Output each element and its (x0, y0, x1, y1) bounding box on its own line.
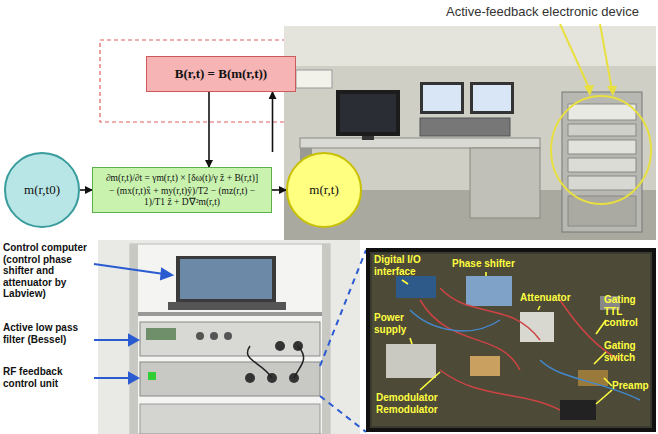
part-label: RF feedback control unit (3, 366, 93, 389)
part-label: Demodulator Remodulator (376, 392, 466, 415)
start-circle: m(r,t0) (4, 152, 80, 228)
circuit-photo (366, 248, 656, 432)
node-text: m(r,t0) (24, 182, 60, 198)
node-text: B(r,t) = B(m(r,t)) (153, 66, 289, 82)
zoom-lines (320, 250, 366, 432)
node-text: ∂m(r,t)/∂t = γm(r,t) × [δω(t)/γ ẑ + B(r,… (98, 173, 266, 183)
result-circle: m(r,t) (286, 152, 362, 228)
part-label: Preamp (612, 380, 654, 392)
node-text: − (mx(r,t)x̂ + my(r,t)ŷ)/T2 − (mz(r,t) −… (98, 186, 266, 207)
part-label: Phase shifter (452, 258, 522, 270)
part-label: Attenuator (520, 292, 580, 304)
flow-arrow (208, 92, 210, 167)
part-label: Control computer (control phase shifter … (3, 242, 95, 300)
flow-arrow (272, 92, 274, 152)
equation-box: ∂m(r,t)/∂t = γm(r,t) × [δω(t)/γ ẑ + B(r,… (92, 167, 272, 213)
callout-arrows (402, 272, 612, 404)
part-label: Gating TTL control (604, 294, 654, 329)
flow-arrow (80, 189, 92, 191)
part-label: Active low pass filter (Bessel) (3, 322, 93, 345)
part-label: Digital I/O interface (374, 254, 436, 277)
photo-caption: Active-feedback electronic device (446, 5, 656, 20)
part-label: Gating switch (604, 340, 654, 363)
lab-photo (284, 24, 656, 240)
flow-arrow (272, 189, 286, 191)
node-text: m(r,t) (309, 182, 338, 198)
rack-photo (98, 240, 360, 434)
part-label: Power supply (374, 312, 420, 335)
leader-arrows (94, 264, 172, 383)
field-box: B(r,t) = B(m(r,t)) (146, 56, 296, 92)
